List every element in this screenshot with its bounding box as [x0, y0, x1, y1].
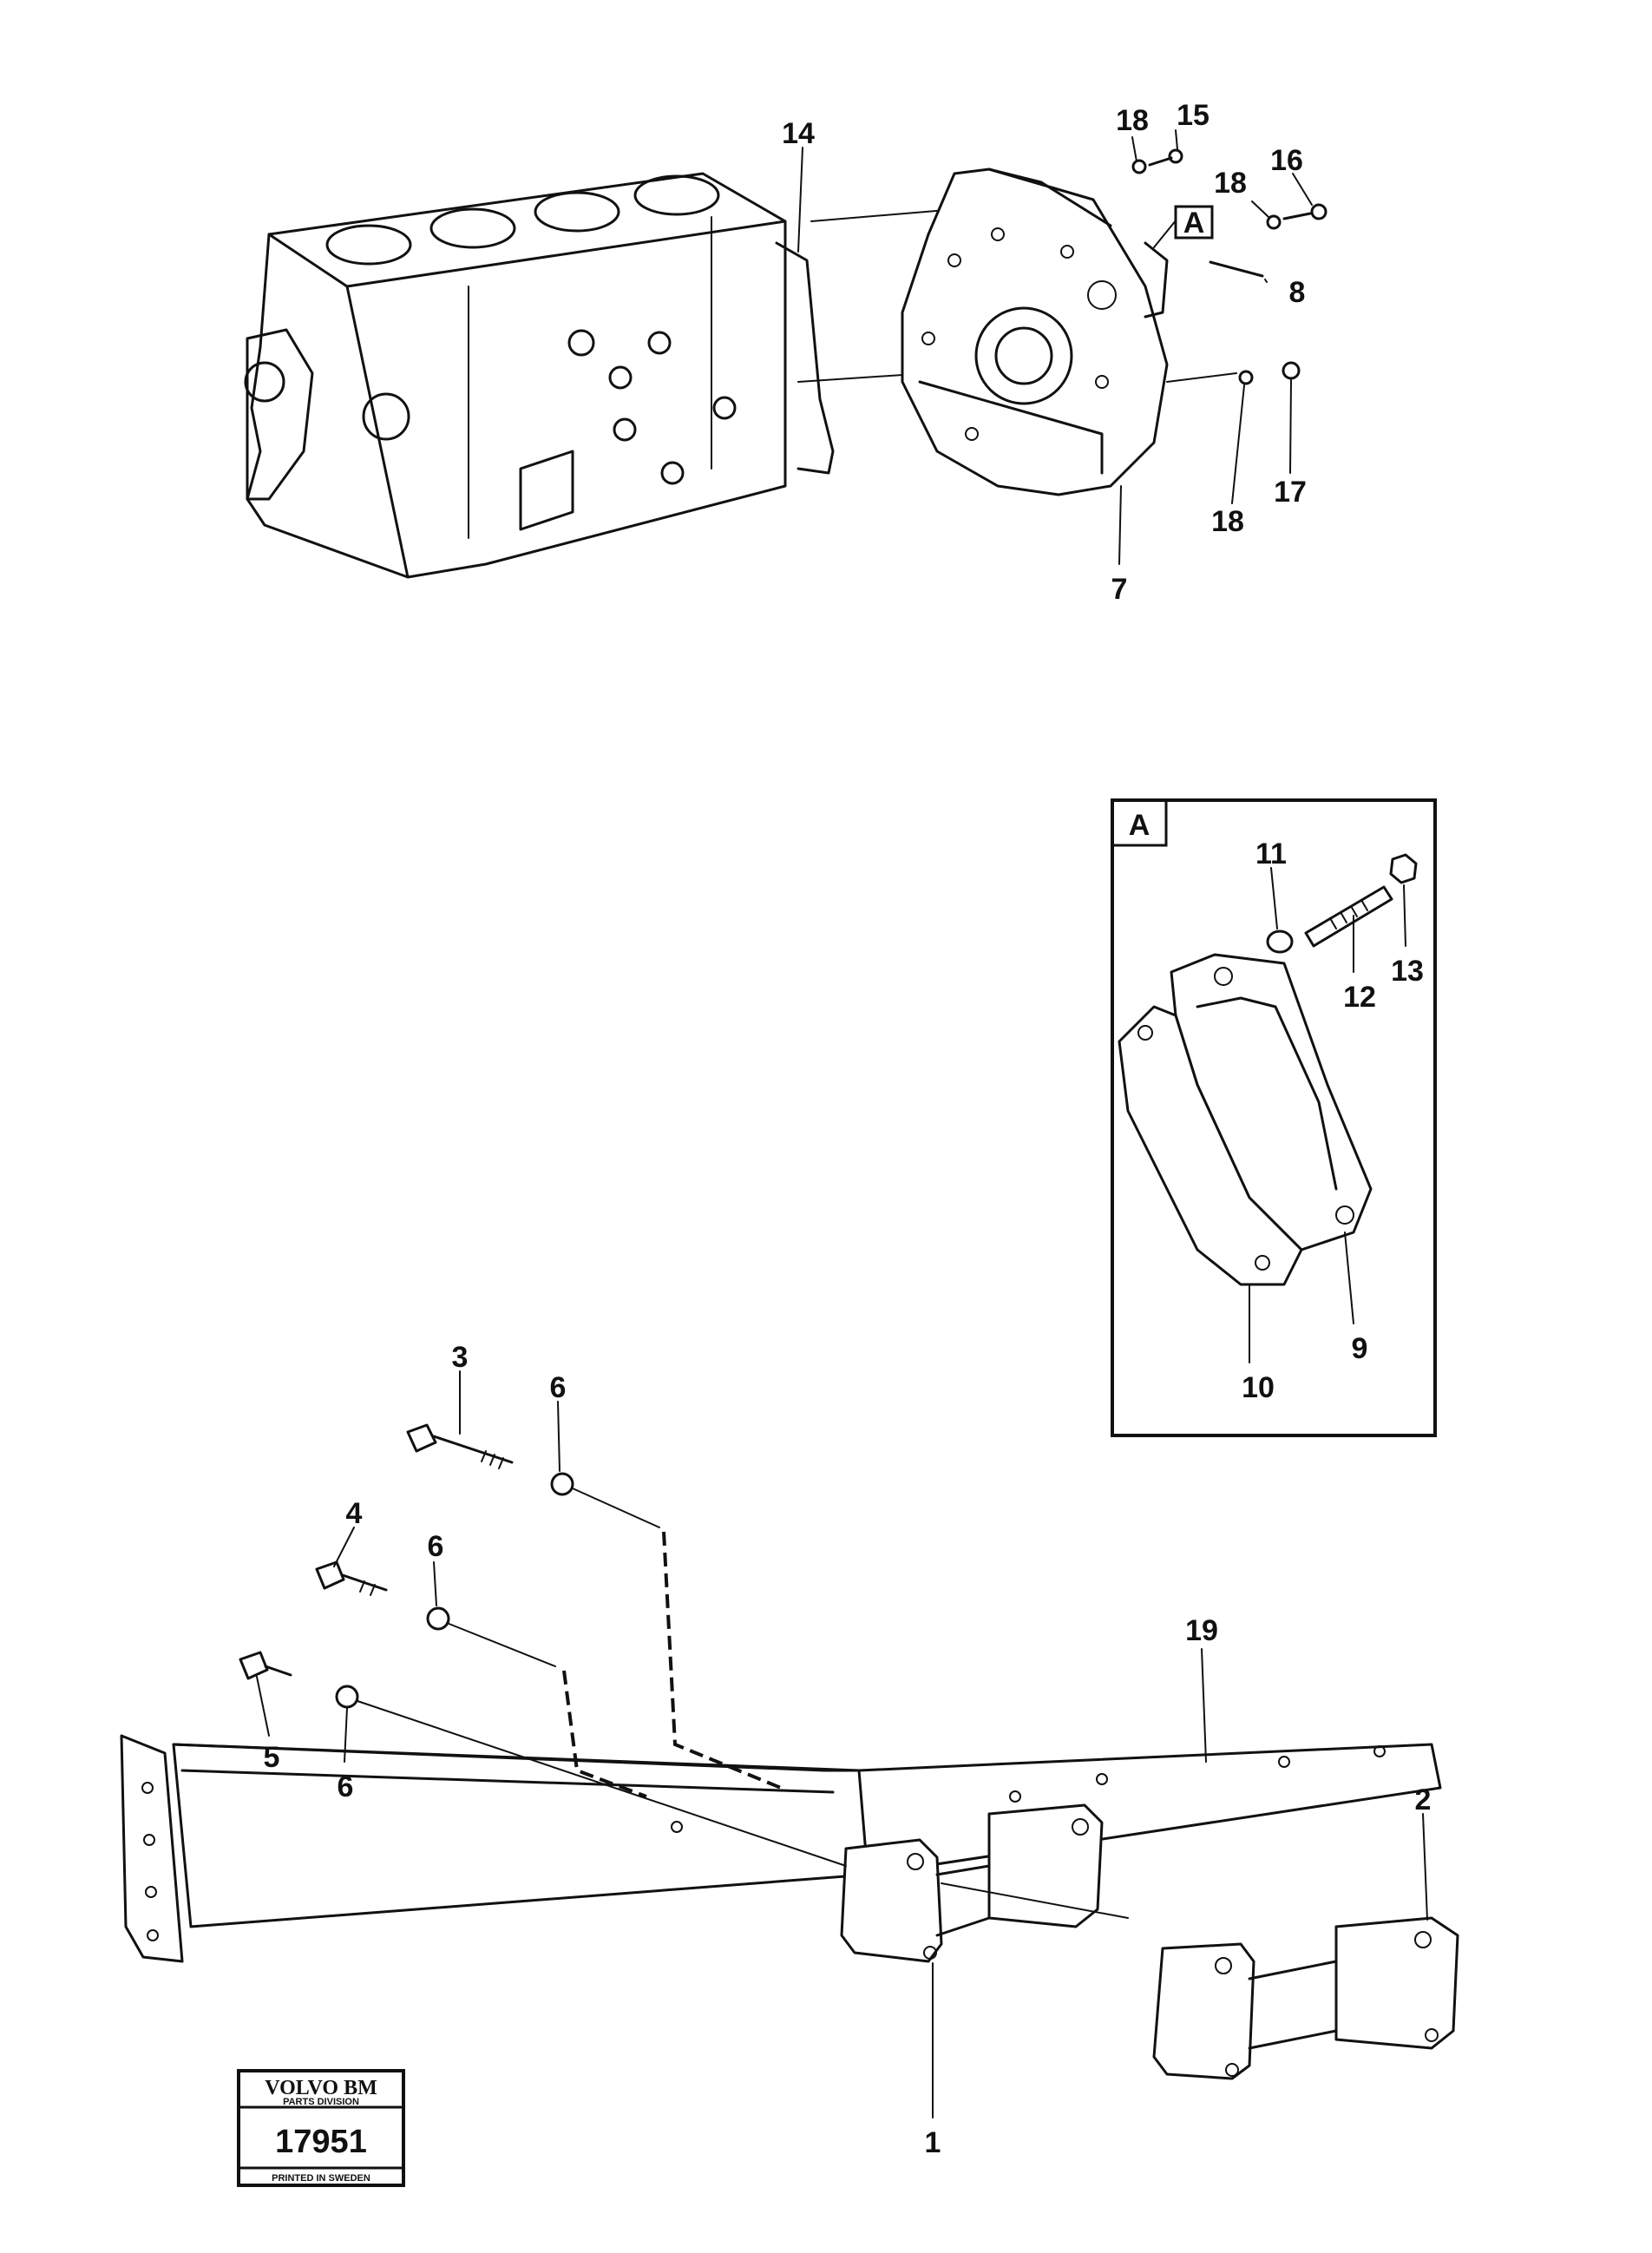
callout-2: 2 [1415, 1783, 1432, 1816]
callout-3: 3 [452, 1341, 469, 1374]
stamp-printed: PRINTED IN SWEDEN [272, 2173, 370, 2184]
stamp-division: PARTS DIVISION [283, 2097, 359, 2107]
engine-block [244, 172, 787, 579]
washer-6b [426, 1606, 450, 1631]
frame-beam [120, 1734, 1442, 1963]
callout-10: 10 [1242, 1371, 1275, 1404]
callout-6-bottom: 6 [338, 1770, 354, 1803]
callout-14: 14 [782, 117, 815, 150]
callout-6-top: 6 [550, 1371, 567, 1404]
washer-18a-bolt-15 [1131, 148, 1183, 174]
inset-label: A [1129, 809, 1150, 842]
callout-7: 7 [1111, 573, 1128, 606]
flywheel-housing [901, 167, 1169, 496]
detail-flag-box [1174, 205, 1214, 240]
stamp-number: 17951 [275, 2124, 367, 2160]
callout-18-bottom: 18 [1211, 505, 1244, 538]
callout-12: 12 [1343, 981, 1376, 1014]
bracket-1 [840, 1803, 1104, 1963]
callout-13: 13 [1391, 955, 1424, 988]
washer-18b-bolt-16 [1266, 203, 1328, 230]
washer-6c [335, 1685, 359, 1709]
callout-16: 16 [1270, 144, 1303, 177]
callout-15: 15 [1177, 99, 1210, 132]
gasket [775, 241, 835, 475]
bolt-3 [406, 1423, 514, 1469]
stamp-brand: VOLVO BM [265, 2077, 377, 2099]
volvo-bm-stamp: VOLVO BM PARTS DIVISION 17951 PRINTED IN… [237, 2069, 405, 2187]
callout-11: 11 [1255, 837, 1287, 870]
callout-5: 5 [264, 1741, 280, 1774]
callout-1: 1 [925, 2126, 941, 2159]
callout-8: 8 [1289, 276, 1306, 309]
washer-18c-nut-17 [1166, 361, 1301, 385]
callout-4: 4 [346, 1497, 363, 1530]
callout-18-top: 18 [1116, 104, 1149, 137]
washer-6a [550, 1472, 574, 1496]
callout-6-mid: 6 [428, 1530, 444, 1563]
callout-19: 19 [1185, 1614, 1218, 1647]
bracket-2 [1152, 1916, 1459, 2080]
detail-flag-label: A [1183, 207, 1205, 240]
bolt-4 [315, 1560, 388, 1596]
pin-8 [1209, 260, 1264, 278]
inset-detail-a [1111, 798, 1437, 1437]
callout-18-mid: 18 [1214, 167, 1247, 200]
callout-9: 9 [1352, 1332, 1368, 1365]
callout-17: 17 [1274, 476, 1307, 509]
bolt-5 [239, 1651, 292, 1680]
